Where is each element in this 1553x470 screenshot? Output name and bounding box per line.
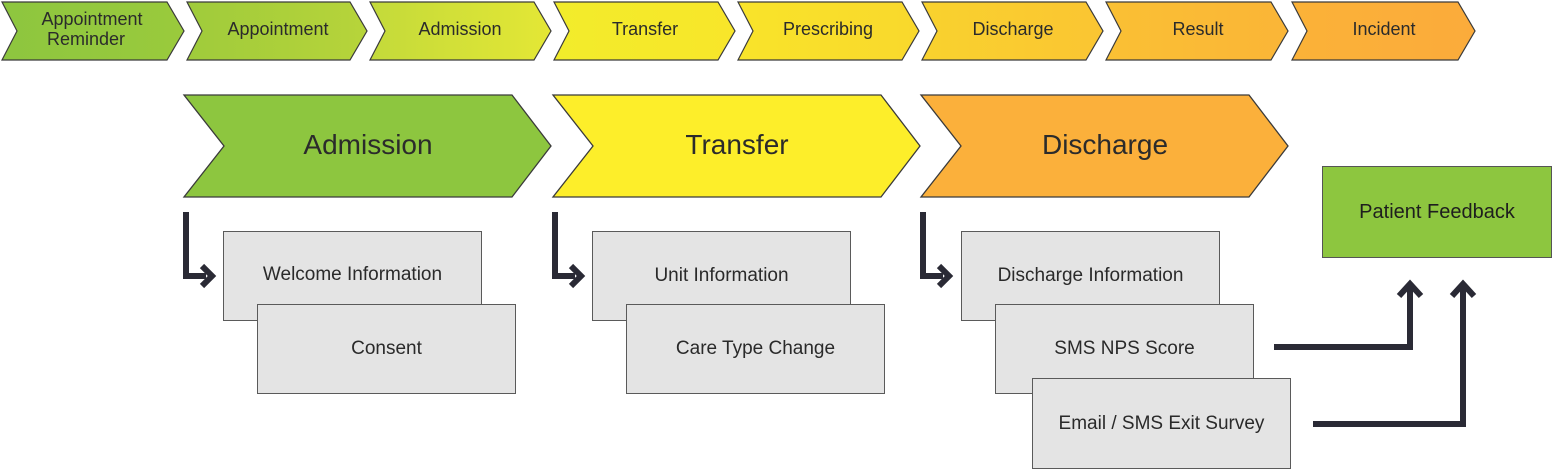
top-step-appointment-reminder: Appointment Reminder: [1, 1, 185, 61]
top-step-label: Reminder: [47, 29, 125, 49]
top-step-admission: Admission: [369, 1, 552, 61]
arrowhead-icon: [936, 263, 954, 289]
item-label: Care Type Change: [675, 338, 836, 359]
stage-label: Transfer: [685, 129, 788, 160]
arrowhead-icon: [199, 263, 217, 289]
top-step-label: Appointment: [227, 19, 328, 39]
arrowhead-icon: [568, 263, 586, 289]
top-step-appointment: Appointment: [186, 1, 368, 61]
stage-label: Admission: [303, 129, 432, 160]
top-step-label: Transfer: [612, 19, 678, 39]
top-step-label: Prescribing: [783, 19, 873, 39]
item-care-type-change: Care Type Change: [626, 304, 885, 394]
top-step-result: Result: [1105, 1, 1289, 61]
connector-arrow-admission: [183, 212, 206, 279]
top-step-label: Result: [1172, 19, 1223, 39]
arrowhead-icon: [1449, 279, 1477, 299]
connector-arrow-survey-to-feedback: [1313, 288, 1466, 427]
patient-feedback-label: Patient Feedback: [1359, 200, 1515, 223]
top-step-label: Appointment: [41, 9, 142, 29]
arrowhead-icon: [1396, 279, 1424, 299]
connector-arrow-nps-to-feedback: [1274, 288, 1413, 350]
item-label: SMS NPS Score: [1054, 338, 1195, 359]
item-label: Unit Information: [654, 265, 789, 286]
item-email-sms-exit-survey: Email / SMS Exit Survey: [1032, 378, 1291, 469]
top-step-label: Incident: [1352, 19, 1415, 39]
stage-admission: Admission: [182, 94, 552, 198]
top-step-incident: Incident: [1291, 1, 1476, 61]
item-label: Discharge Information: [997, 265, 1184, 286]
stage-label: Discharge: [1042, 129, 1168, 160]
stage-transfer: Transfer: [551, 94, 921, 198]
top-step-prescribing: Prescribing: [737, 1, 920, 61]
top-step-transfer: Transfer: [553, 1, 736, 61]
stage-discharge: Discharge: [919, 94, 1289, 198]
connector-arrow-discharge: [920, 212, 943, 279]
item-label: Email / SMS Exit Survey: [1058, 412, 1265, 434]
item-label: Welcome Information: [262, 264, 443, 285]
top-step-discharge: Discharge: [921, 1, 1104, 61]
top-step-label: Discharge: [972, 19, 1053, 39]
item-consent: Consent: [257, 304, 516, 394]
connector-arrow-transfer: [552, 212, 575, 279]
item-label: Consent: [351, 338, 422, 359]
top-step-label: Admission: [418, 19, 501, 39]
patient-feedback-box: Patient Feedback: [1322, 166, 1552, 258]
